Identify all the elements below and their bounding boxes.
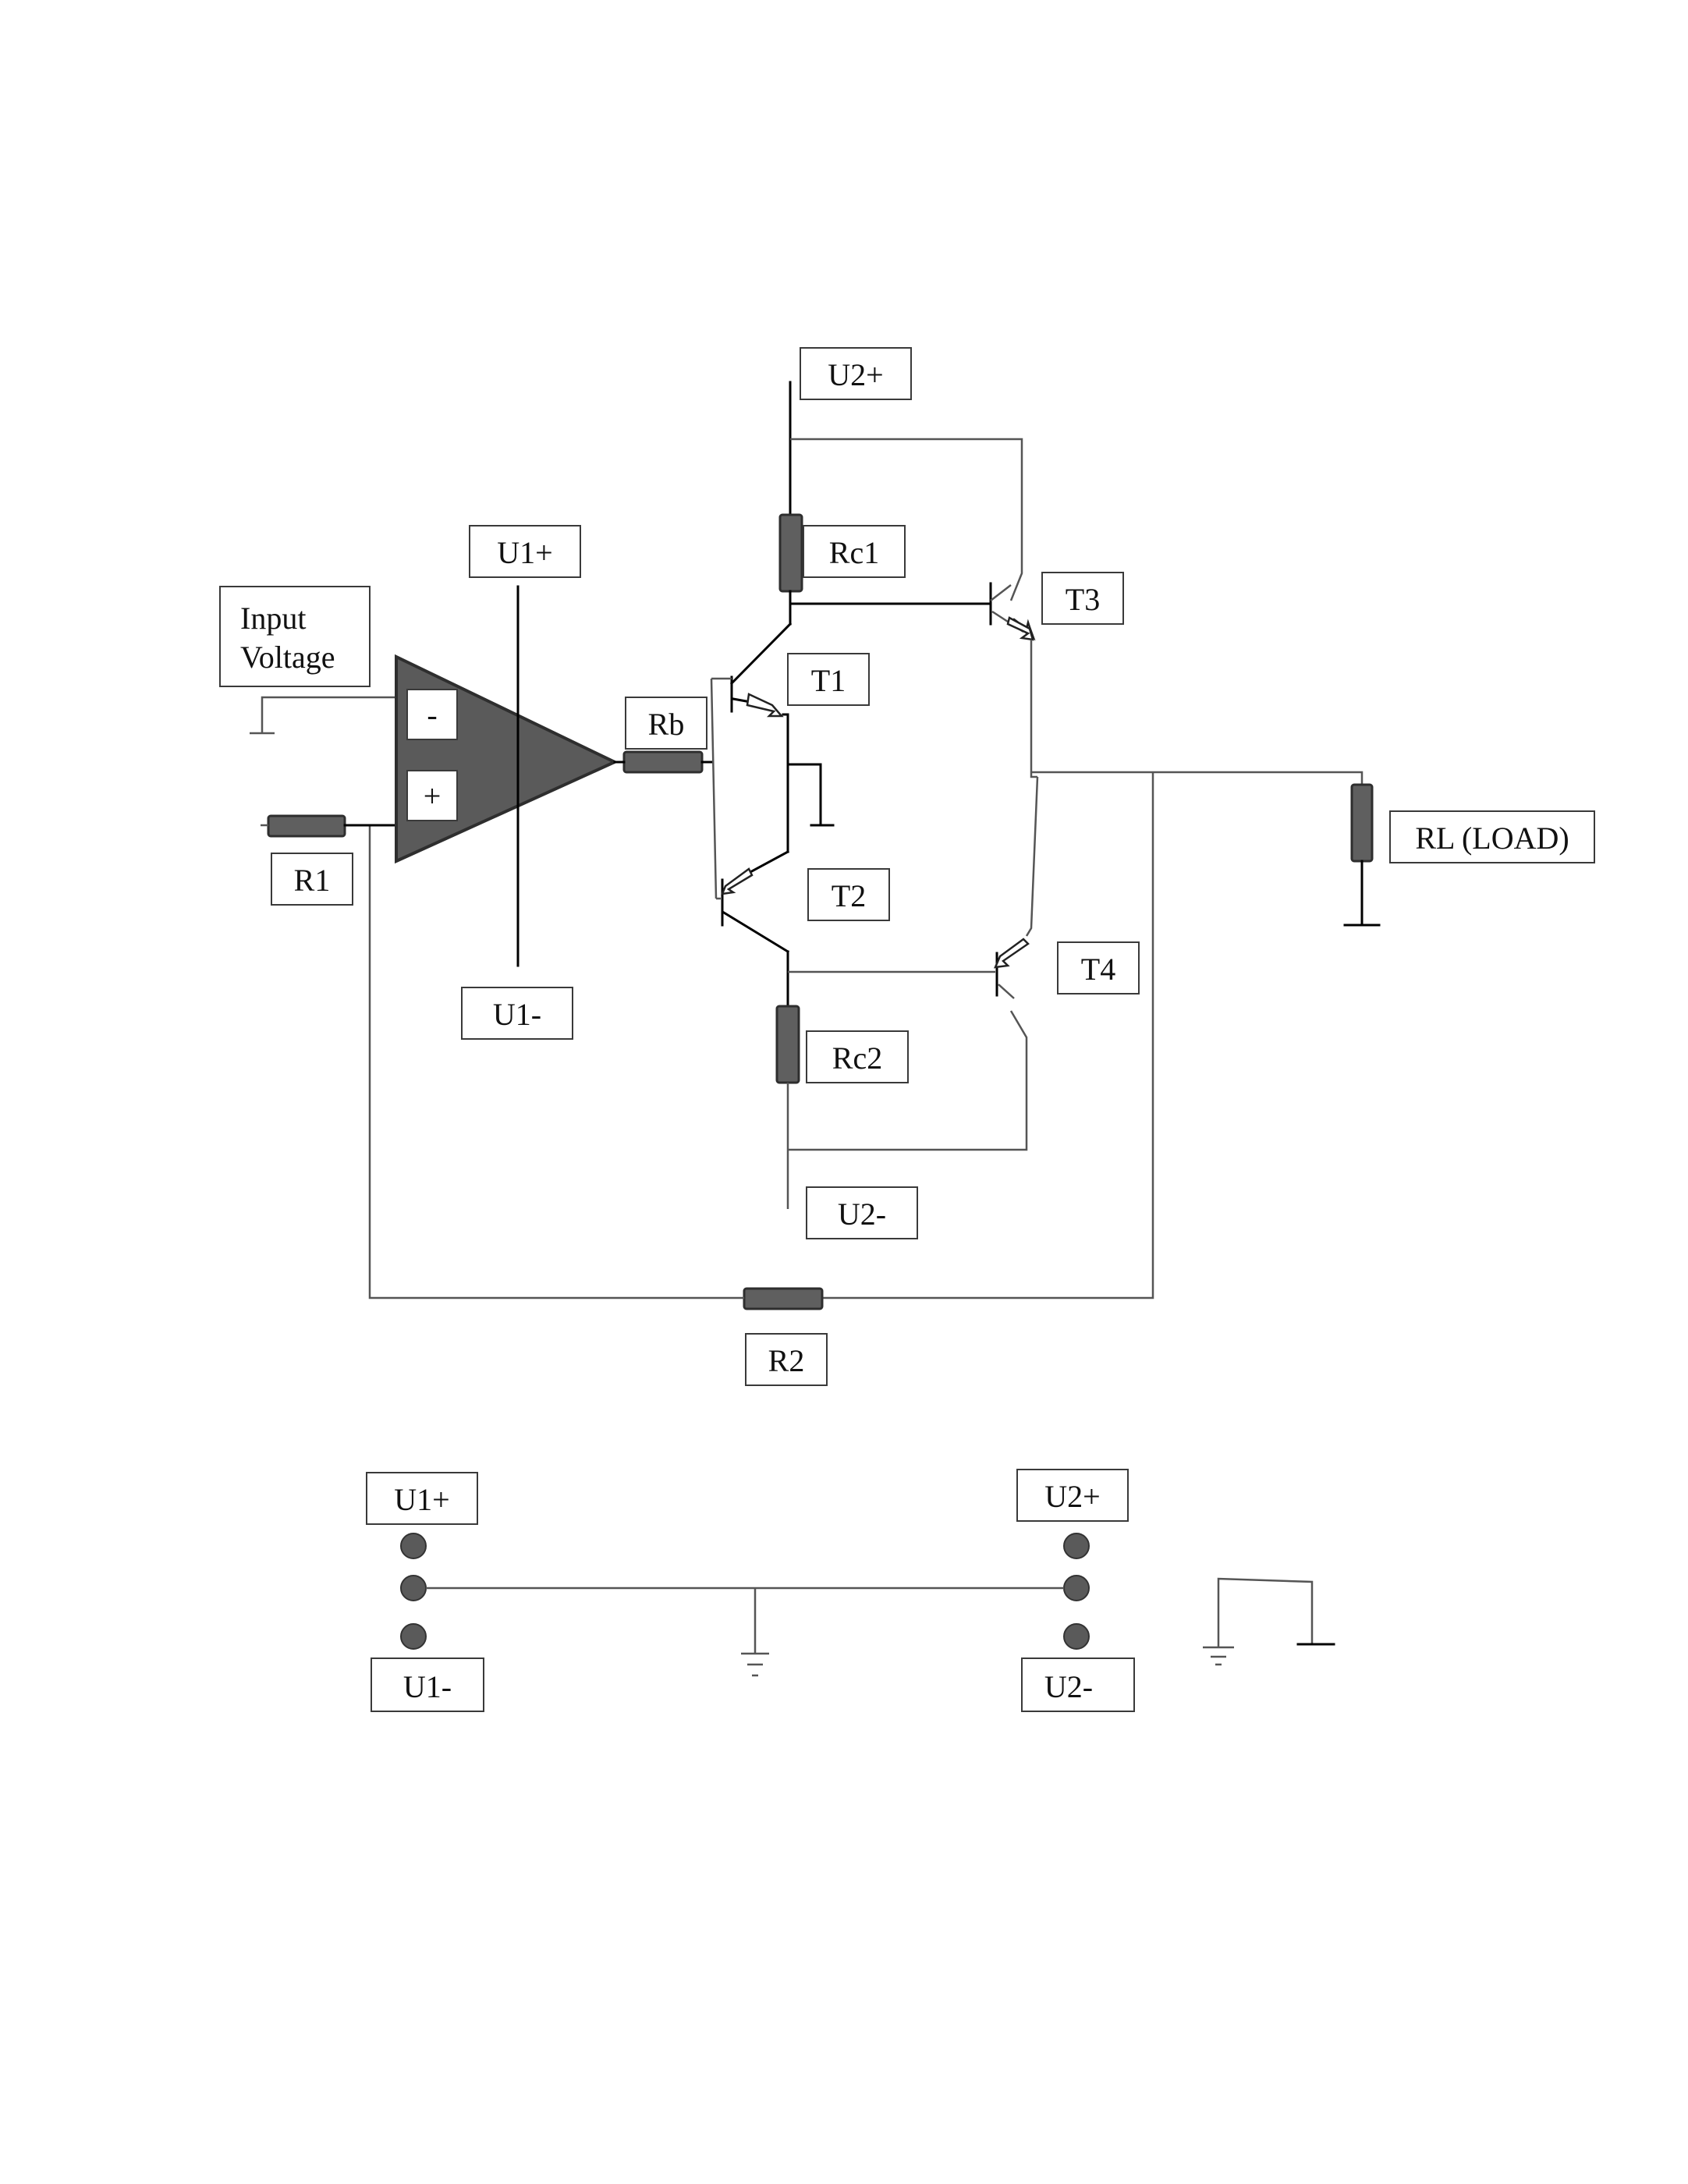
- svg-text:U2-: U2-: [838, 1197, 886, 1232]
- label-rb: Rb: [625, 697, 707, 750]
- transistor-t3: [989, 582, 1036, 641]
- resistor-rc1: [778, 513, 803, 593]
- label-u1-minus-bottom: U1-: [371, 1658, 484, 1712]
- svg-text:T2: T2: [832, 878, 866, 913]
- terminal-u1-common[interactable]: [400, 1575, 427, 1601]
- label-u2-plus-top: U2+: [800, 347, 912, 400]
- label-r1: R1: [271, 853, 353, 906]
- terminal-u1-plus[interactable]: [400, 1533, 427, 1559]
- transistor-t2: [721, 849, 790, 954]
- resistor-rc2: [775, 1005, 800, 1084]
- svg-text:U2+: U2+: [828, 357, 883, 392]
- wire-t3-emitter-output: [1030, 640, 1037, 778]
- label-t4: T4: [1057, 941, 1140, 994]
- wire-output-load: [1031, 771, 1364, 785]
- resistor-r2: [743, 1287, 824, 1310]
- label-u2-minus-top: U2-: [806, 1186, 918, 1239]
- resistor-rl-load: [1350, 783, 1374, 863]
- wire-bases: [710, 678, 718, 899]
- svg-text:R1: R1: [294, 863, 331, 898]
- label-u2-minus-bottom: U2-: [1021, 1658, 1135, 1712]
- transistor-t1: [729, 622, 793, 718]
- terminal-u2-plus[interactable]: [1063, 1533, 1090, 1559]
- label-input-voltage: Input Voltage: [219, 586, 371, 687]
- svg-text:Rb: Rb: [648, 707, 685, 742]
- ground-symbol-right: [1203, 1577, 1335, 1666]
- svg-text:Rc2: Rc2: [832, 1041, 882, 1076]
- label-t1: T1: [787, 653, 870, 706]
- svg-text:U1+: U1+: [497, 535, 552, 570]
- terminal-u1-minus[interactable]: [400, 1623, 427, 1650]
- u2-plus-rail: [789, 381, 1023, 601]
- ground-input: [250, 696, 396, 735]
- transistor-t4: [993, 938, 1030, 999]
- svg-text:U1-: U1-: [403, 1669, 452, 1704]
- label-rc1: Rc1: [803, 525, 906, 578]
- op-amp: [395, 654, 626, 864]
- terminal-u2-common[interactable]: [1063, 1575, 1090, 1601]
- opamp-plus-label: +: [424, 778, 442, 814]
- opamp-plus-box: +: [406, 770, 458, 821]
- terminal-u2-minus[interactable]: [1063, 1623, 1090, 1650]
- label-u2-plus-bottom: U2+: [1016, 1469, 1129, 1522]
- label-u1-minus-top: U1-: [461, 987, 573, 1040]
- wire-t4-emitter-output: [1025, 776, 1039, 937]
- ground-symbol-bottom: [741, 1588, 769, 1677]
- label-u1-plus-top: U1+: [469, 525, 581, 578]
- opamp-minus-label: -: [427, 697, 437, 732]
- ground-load: [1343, 860, 1381, 927]
- label-r2: R2: [745, 1333, 828, 1386]
- label-t3: T3: [1041, 572, 1124, 625]
- label-rl-load: RL (LOAD): [1389, 810, 1595, 863]
- svg-text:Input: Input: [240, 601, 306, 636]
- svg-text:RL (LOAD): RL (LOAD): [1415, 821, 1569, 856]
- svg-text:U2+: U2+: [1044, 1479, 1100, 1514]
- svg-text:U1+: U1+: [394, 1482, 449, 1517]
- opamp-minus-box: -: [406, 689, 458, 740]
- svg-text:Rc1: Rc1: [829, 535, 879, 570]
- svg-text:T3: T3: [1066, 582, 1100, 617]
- label-u1-plus-bottom: U1+: [366, 1472, 478, 1525]
- svg-text:R2: R2: [768, 1343, 805, 1378]
- svg-text:Voltage: Voltage: [240, 640, 335, 675]
- label-t2: T2: [807, 868, 890, 921]
- svg-text:T4: T4: [1081, 952, 1115, 987]
- label-rc2: Rc2: [806, 1030, 909, 1083]
- svg-text:U1-: U1-: [493, 997, 541, 1032]
- resistor-rb: [622, 750, 704, 774]
- svg-text:U2-: U2-: [1044, 1669, 1093, 1704]
- svg-text:T1: T1: [811, 663, 846, 698]
- resistor-r1: [267, 814, 346, 838]
- ground-symbol-middle: [786, 763, 835, 827]
- wire-feedback: [822, 772, 1154, 1299]
